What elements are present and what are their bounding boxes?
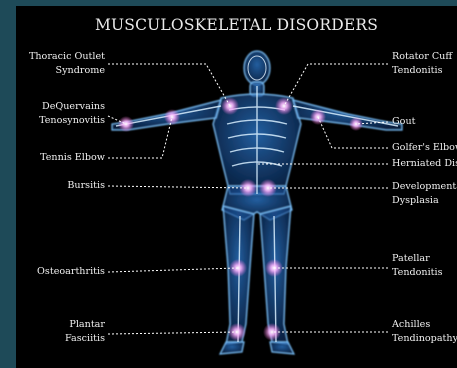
label-line: Bursitis [67,179,105,193]
label-gout: Gout [392,115,415,129]
label-tennis-elbow: Tennis Elbow [40,151,105,165]
diagram-panel: MUSCULOSKELETAL DISORDERS Thoracic Outle… [16,6,457,368]
body-silhouette [112,51,402,354]
label-achilles-tendinopathy: Achilles Tendinopathy [392,318,457,346]
hotspot-shoulder-left [221,97,239,115]
label-thoracic-outlet-syndrome: Thoracic Outlet Syndrome [29,50,105,78]
label-line: Rotator Cuff [392,50,452,64]
label-line: Tendinopathy [392,332,457,346]
hotspot-wrist-left [118,116,134,132]
label-line: Dysplasia [392,194,457,208]
label-golfers-elbow: Golfer's Elbow [392,141,457,155]
label-developmental-dysplasia: Developmental Dysplasia [392,180,457,208]
label-plantar-fasciitis: Plantar Fasciitis [65,318,105,346]
label-line: Osteoarthritis [37,265,105,279]
label-line: Herniated Disc [392,157,457,171]
label-line: Tenosynovitis [39,114,105,128]
label-line: Tendonitis [392,266,443,280]
label-line: Syndrome [29,64,105,78]
diagram-title: MUSCULOSKELETAL DISORDERS [16,16,457,34]
leader-rotator-cuff [284,64,388,106]
label-line: Thoracic Outlet [29,50,105,64]
leader-thoracic-outlet [108,64,230,106]
label-patellar-tendonitis: Patellar Tendonitis [392,252,443,280]
label-rotator-cuff-tendonitis: Rotator Cuff Tendonitis [392,50,452,78]
label-line: Fasciitis [65,332,105,346]
label-bursitis: Bursitis [67,179,105,193]
label-line: Plantar [65,318,105,332]
hotspot-knee-left [229,259,247,277]
label-herniated-disc: Herniated Disc [392,157,457,171]
leader-plantar-fasciitis [108,332,237,334]
label-line: Tennis Elbow [40,151,105,165]
leader-osteoarthritis [108,268,238,272]
hotspot-elbow-right [310,109,326,125]
label-line: Patellar [392,252,443,266]
label-osteoarthritis: Osteoarthritis [37,265,105,279]
label-line: Tendonitis [392,64,452,78]
label-line: Gout [392,115,415,129]
label-line: Developmental [392,180,457,194]
label-dequervains-tenosynovitis: DeQuervains Tenosynovitis [39,100,105,128]
label-line: Achilles [392,318,457,332]
label-line: Golfer's Elbow [392,141,457,155]
label-line: DeQuervains [39,100,105,114]
